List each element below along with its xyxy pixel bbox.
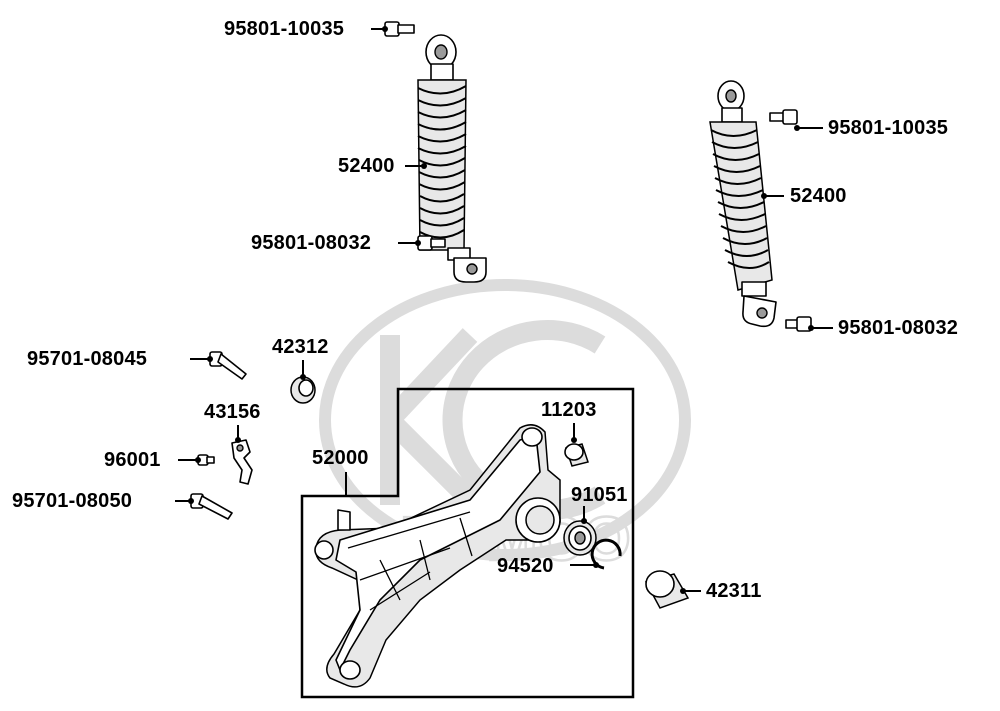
- leader-lines: [175, 26, 833, 594]
- part-label-bearing: 91051: [571, 484, 628, 506]
- shock-absorber-right: [709, 80, 777, 328]
- part-label-clamp: 43156: [204, 401, 261, 423]
- part-label-bolt-bottom-right: 95801-08032: [838, 317, 959, 339]
- part-label-collar: 42312: [272, 336, 329, 358]
- part-label-bushing: 11203: [541, 399, 597, 421]
- clamp-icon: [231, 439, 253, 485]
- bearing-icon: [563, 520, 597, 556]
- part-label-bolt-top-left: 95801-10035: [224, 18, 345, 40]
- swing-arm-icon: [314, 424, 561, 688]
- assembly-frame: [300, 387, 635, 699]
- bolt-top-right-icon: [769, 109, 798, 125]
- bushing-icon: [564, 443, 589, 467]
- sleeve-icon: [644, 570, 690, 609]
- part-label-bolt-mid-left: 95801-08032: [251, 232, 372, 254]
- part-label-bolt-long-lower: 95701-08050: [12, 490, 133, 512]
- bolt-top-left-icon: [384, 21, 415, 37]
- part-label-small-bolt: 96001: [104, 449, 161, 471]
- part-label-circlip: 94520: [497, 555, 554, 577]
- part-label-swing-arm: 52000: [312, 447, 369, 469]
- part-label-shock-left: 52400: [338, 155, 395, 177]
- long-bolt-lower-icon: [190, 493, 233, 520]
- long-bolt-upper-icon: [209, 351, 247, 380]
- shock-absorber-left: [417, 34, 487, 283]
- collar-icon: [290, 376, 316, 404]
- part-label-bolt-top-right: 95801-10035: [828, 117, 949, 139]
- part-label-shock-right: 52400: [790, 185, 847, 207]
- bolt-bottom-right-icon: [785, 316, 812, 332]
- part-label-sleeve: 42311: [706, 580, 762, 602]
- part-label-bolt-long-upper: 95701-08045: [27, 348, 148, 370]
